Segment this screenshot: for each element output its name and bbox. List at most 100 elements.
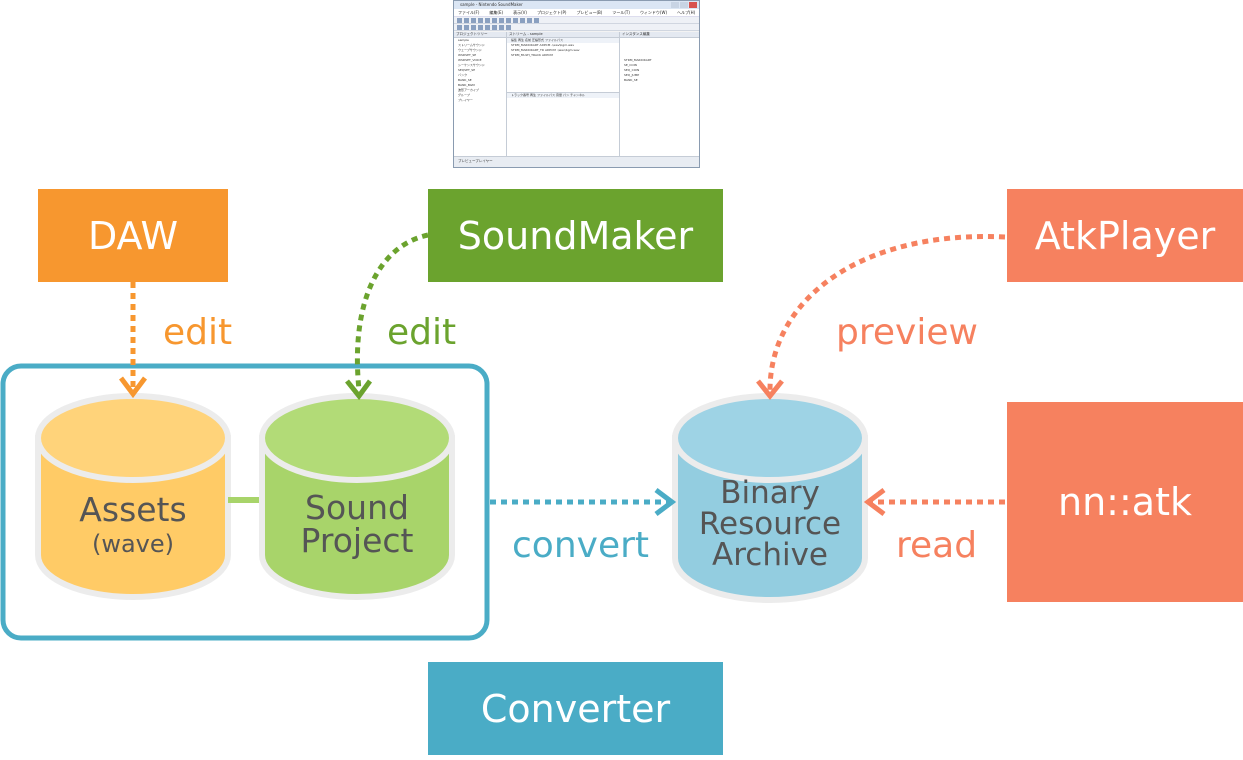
- menu-item: プレビュー(B): [576, 10, 603, 15]
- nnatk-read-arrow: [863, 488, 1005, 516]
- list-row: STRM_MARIOKART_TR ADPCM .\wav\bgm.wav: [507, 48, 619, 53]
- convert-arrow: [490, 488, 677, 516]
- list-cell: ADPCM: [544, 48, 556, 52]
- screenshot-toolbar: [454, 17, 699, 24]
- binary-archive-text: Binary Resource Archive: [675, 474, 865, 574]
- toolbar-icon: [492, 25, 497, 30]
- instance-header: インスタンス編集: [620, 32, 699, 38]
- list-column: 圧縮形式: [531, 38, 544, 42]
- list-row: STRM_MULTI_TRACK ADPCM: [507, 53, 619, 58]
- toolbar-icon: [527, 18, 532, 23]
- daw-edit-label: edit: [163, 312, 233, 353]
- close-icon: [689, 2, 697, 8]
- list-column: 再生: [517, 38, 524, 42]
- list-cell: STRM_MARIOKART: [511, 43, 539, 47]
- list-header: ストリーム - sample: [507, 32, 619, 38]
- toolbar-icon: [457, 25, 462, 30]
- list-cell: ADPCM: [539, 43, 551, 47]
- list-cell: .\wav\bgm.wav: [551, 43, 575, 47]
- screenshot-menubar: ファイル(F) 編集(E) 表示(V) プロジェクト(P) プレビュー(B) ツ…: [454, 9, 699, 17]
- toolbar-icon: [478, 18, 483, 23]
- menu-item: 編集(E): [489, 10, 504, 15]
- tree-item: ウェーブサウンド: [458, 48, 482, 52]
- instance-row: BANK_SE: [624, 78, 638, 82]
- menu-item: ウィンドウ(W): [639, 10, 668, 15]
- daw-label: DAW: [87, 213, 179, 258]
- atkplayer-preview-arrow: [756, 234, 1006, 401]
- tree-item: BANK_BGM: [458, 83, 475, 87]
- daw-edit-arrow: [119, 282, 147, 399]
- soundmaker-edit-arrow: [345, 232, 429, 401]
- list-cell: .\wav\bgm.wav: [556, 48, 580, 52]
- sound-project-text: Sound Project: [262, 484, 452, 564]
- instance-row: SE_COIN: [624, 63, 637, 67]
- window-buttons: [671, 2, 697, 8]
- bottom-column: 再生: [529, 93, 536, 97]
- toolbar-icon: [464, 18, 469, 23]
- binary-archive-line2: Resource: [698, 505, 842, 542]
- tree-item: sample: [458, 38, 469, 42]
- list-cell: STRM_MULTI_TRACK: [511, 53, 542, 57]
- list-pane: ストリーム - sample 編集 再生 名前 圧縮形式 ファイルパス STRM…: [507, 32, 620, 157]
- soundmaker-box: SoundMaker: [428, 189, 723, 282]
- soundmaker-screenshot: sample - Nintendo SoundMaker ファイル(F) 編集(…: [453, 0, 700, 168]
- tree-item: 波形アーカイブ: [458, 88, 479, 92]
- bottom-columns: トラック番号 再生 ファイルパス 音量 パン チャンネル: [507, 93, 619, 98]
- tree-item: シーケンスサウンド: [458, 63, 485, 67]
- menu-item: 表示(V): [513, 10, 527, 15]
- toolbar-icon: [499, 18, 504, 23]
- instance-row: STRM_MARIOKART: [624, 58, 652, 62]
- nnatk-label: nn::atk: [1058, 480, 1192, 524]
- atkplayer-preview-label: preview: [836, 312, 978, 353]
- list-column: ファイルパス: [544, 38, 563, 42]
- assets-text: Assets (wave): [38, 484, 228, 564]
- list-row: STRM_MARIOKART ADPCM .\wav\bgm.wav: [507, 43, 619, 48]
- instance-row: SEQ_JUMP: [624, 73, 640, 77]
- converter-box: Converter: [428, 662, 723, 755]
- toolbar-icon: [485, 25, 490, 30]
- bottom-column: チャンネル: [570, 93, 585, 97]
- minimize-icon: [671, 2, 679, 8]
- menu-item: ヘルプ(H): [677, 10, 696, 15]
- sound-project-cylinder: [259, 393, 455, 600]
- list-cell: STRM_MARIOKART_TR: [511, 48, 544, 52]
- toolbar-icon: [492, 18, 497, 23]
- atkplayer-label: AtkPlayer: [1034, 213, 1216, 258]
- bottom-column: 音量: [555, 93, 562, 97]
- list-column: 名前: [524, 38, 531, 42]
- assets-subtitle: (wave): [91, 529, 175, 558]
- toolbar-icon: [513, 18, 518, 23]
- tree-item: グループ: [458, 93, 470, 97]
- list-cell: ADPCM: [542, 53, 553, 57]
- toolbar-icon: [534, 18, 539, 23]
- toolbar-icon: [478, 25, 483, 30]
- binary-archive-cylinder: [672, 393, 868, 603]
- screenshot-titlebar: sample - Nintendo SoundMaker: [454, 1, 699, 9]
- instance-row: SEQ_COIN: [624, 68, 640, 72]
- bottom-column: トラック番号: [511, 93, 530, 97]
- toolbar-icon: [506, 18, 511, 23]
- converter-label: Converter: [480, 686, 671, 731]
- maximize-icon: [680, 2, 688, 8]
- assets-title: Assets: [79, 489, 187, 529]
- menu-item: ファイル(F): [458, 10, 480, 15]
- binary-archive-line3: Archive: [712, 536, 828, 573]
- binary-archive-line1: Binary: [720, 474, 820, 511]
- screenshot-panes: プロジェクトツリー sample ストリームサウンド ウェーブサウンド WSDS…: [454, 32, 699, 157]
- sound-project-line2: Project: [300, 521, 414, 560]
- convert-label: convert: [512, 525, 650, 566]
- project-tree-header: プロジェクトツリー: [454, 32, 506, 38]
- tree-item: バンク: [458, 73, 468, 77]
- toolbar-icon: [471, 18, 476, 23]
- toolbar-icon: [499, 25, 504, 30]
- toolbar-icon: [457, 18, 462, 23]
- tree-item: ストリームサウンド: [458, 43, 485, 47]
- soundmaker-label: SoundMaker: [457, 213, 694, 258]
- nnatk-box: nn::atk: [1007, 402, 1243, 602]
- bottom-column: ファイルパス: [536, 93, 555, 97]
- toolbar-icon: [471, 25, 476, 30]
- sound-project-line1: Sound: [305, 488, 409, 527]
- bottom-list: トラック番号 再生 ファイルパス 音量 パン チャンネル: [507, 92, 619, 98]
- toolbar-icon: [520, 18, 525, 23]
